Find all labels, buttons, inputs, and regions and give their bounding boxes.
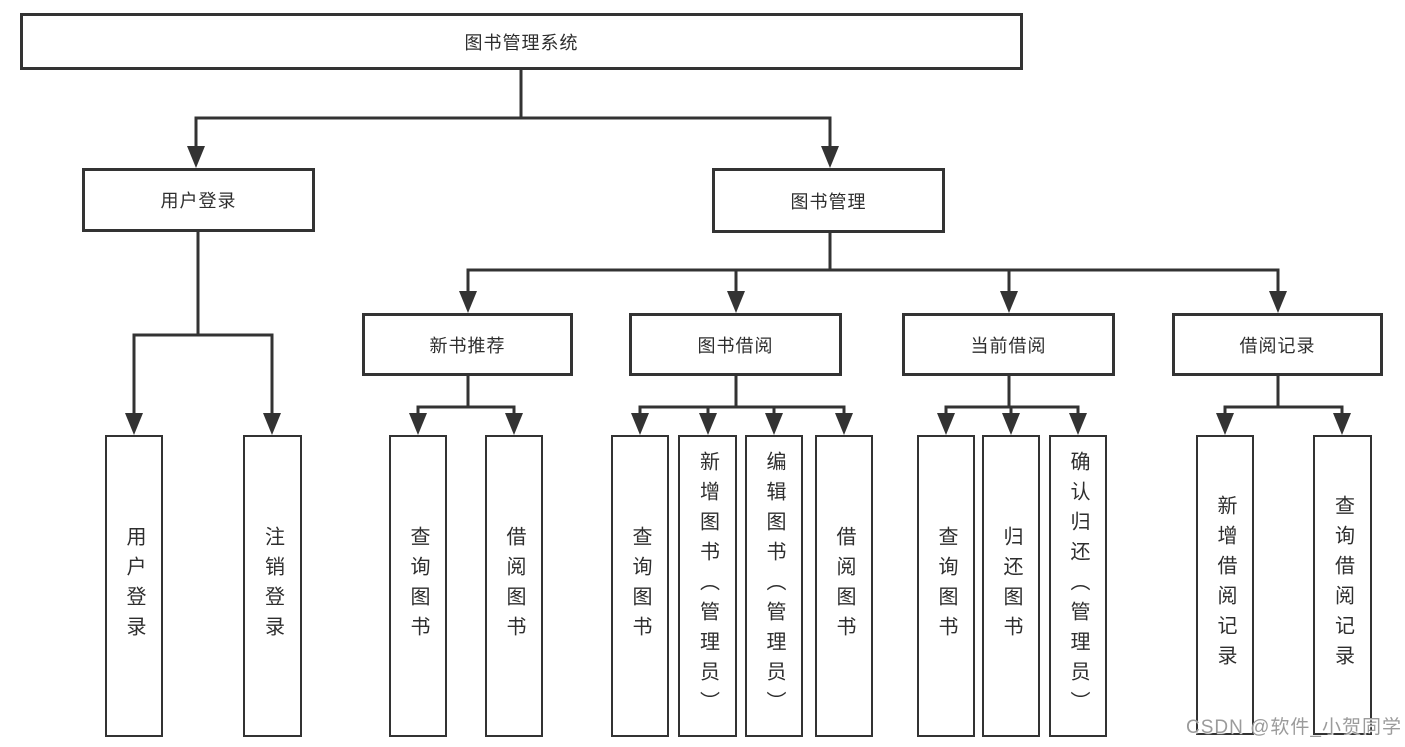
csdn-watermark: CSDN @软件_小贺同学 xyxy=(1186,717,1402,738)
leaf-query-borrow-record: 查询借阅记录 xyxy=(1313,435,1372,735)
arrow-to-leaf-add-books xyxy=(699,413,717,435)
connector-book-borrowing-children xyxy=(638,374,846,417)
node-library-system: 图书管理系统 xyxy=(20,13,1023,70)
arrow-to-leaf-borrow-books-2 xyxy=(835,413,853,435)
node-new-book-recommendation: 新书推荐 xyxy=(362,313,573,376)
connector-book-management-children xyxy=(466,231,1280,295)
arrow-to-leaf-query-books-3 xyxy=(937,413,955,435)
connector-root-to-level2 xyxy=(194,68,832,150)
node-borrowing-records: 借阅记录 xyxy=(1172,313,1383,376)
leaf-edit-books-admin: 编辑图书（管理员） xyxy=(745,435,803,737)
arrow-to-book-borrowing xyxy=(727,291,745,313)
arrow-to-borrowing-records xyxy=(1269,291,1287,313)
connector-user-login-children xyxy=(132,230,274,417)
arrow-to-leaf-query-borrow-record xyxy=(1333,413,1351,435)
leaf-return-books: 归还图书 xyxy=(982,435,1040,737)
leaf-logout-login: 注销登录 xyxy=(243,435,302,737)
node-book-management: 图书管理 xyxy=(712,168,945,233)
arrow-to-leaf-user-login xyxy=(125,413,143,435)
arrow-to-leaf-borrow-books-1 xyxy=(505,413,523,435)
leaf-add-books-admin: 新增图书（管理员） xyxy=(678,435,737,737)
arrow-to-book-management xyxy=(821,146,839,168)
leaf-query-books-1: 查询图书 xyxy=(389,435,447,737)
arrow-to-leaf-edit-books xyxy=(765,413,783,435)
arrow-to-new-book-recommendation xyxy=(459,291,477,313)
arrow-to-leaf-query-books-2 xyxy=(631,413,649,435)
arrow-to-leaf-logout xyxy=(263,413,281,435)
leaf-confirm-return-admin: 确认归还（管理员） xyxy=(1049,435,1107,737)
arrow-to-leaf-query-books-1 xyxy=(409,413,427,435)
arrow-to-current-borrowing xyxy=(1000,291,1018,313)
arrow-to-leaf-return-books xyxy=(1002,413,1020,435)
arrowheads xyxy=(125,146,1351,435)
node-user-login: 用户登录 xyxy=(82,168,315,232)
connector-current-borrowing-children xyxy=(944,374,1080,417)
node-current-borrowing: 当前借阅 xyxy=(902,313,1115,376)
leaf-borrow-books-2: 借阅图书 xyxy=(815,435,873,737)
leaf-query-books-2: 查询图书 xyxy=(611,435,669,737)
connector-borrowing-records-children xyxy=(1223,374,1344,417)
node-book-borrowing: 图书借阅 xyxy=(629,313,842,376)
connector-new-book-children xyxy=(416,374,516,417)
leaf-user-login: 用户登录 xyxy=(105,435,163,737)
arrow-to-user-login xyxy=(187,146,205,168)
leaf-borrow-books-1: 借阅图书 xyxy=(485,435,543,737)
arrow-to-leaf-add-borrow-record xyxy=(1216,413,1234,435)
leaf-add-borrow-record: 新增借阅记录 xyxy=(1196,435,1254,735)
leaf-query-books-3: 查询图书 xyxy=(917,435,975,737)
arrow-to-leaf-confirm-return xyxy=(1069,413,1087,435)
